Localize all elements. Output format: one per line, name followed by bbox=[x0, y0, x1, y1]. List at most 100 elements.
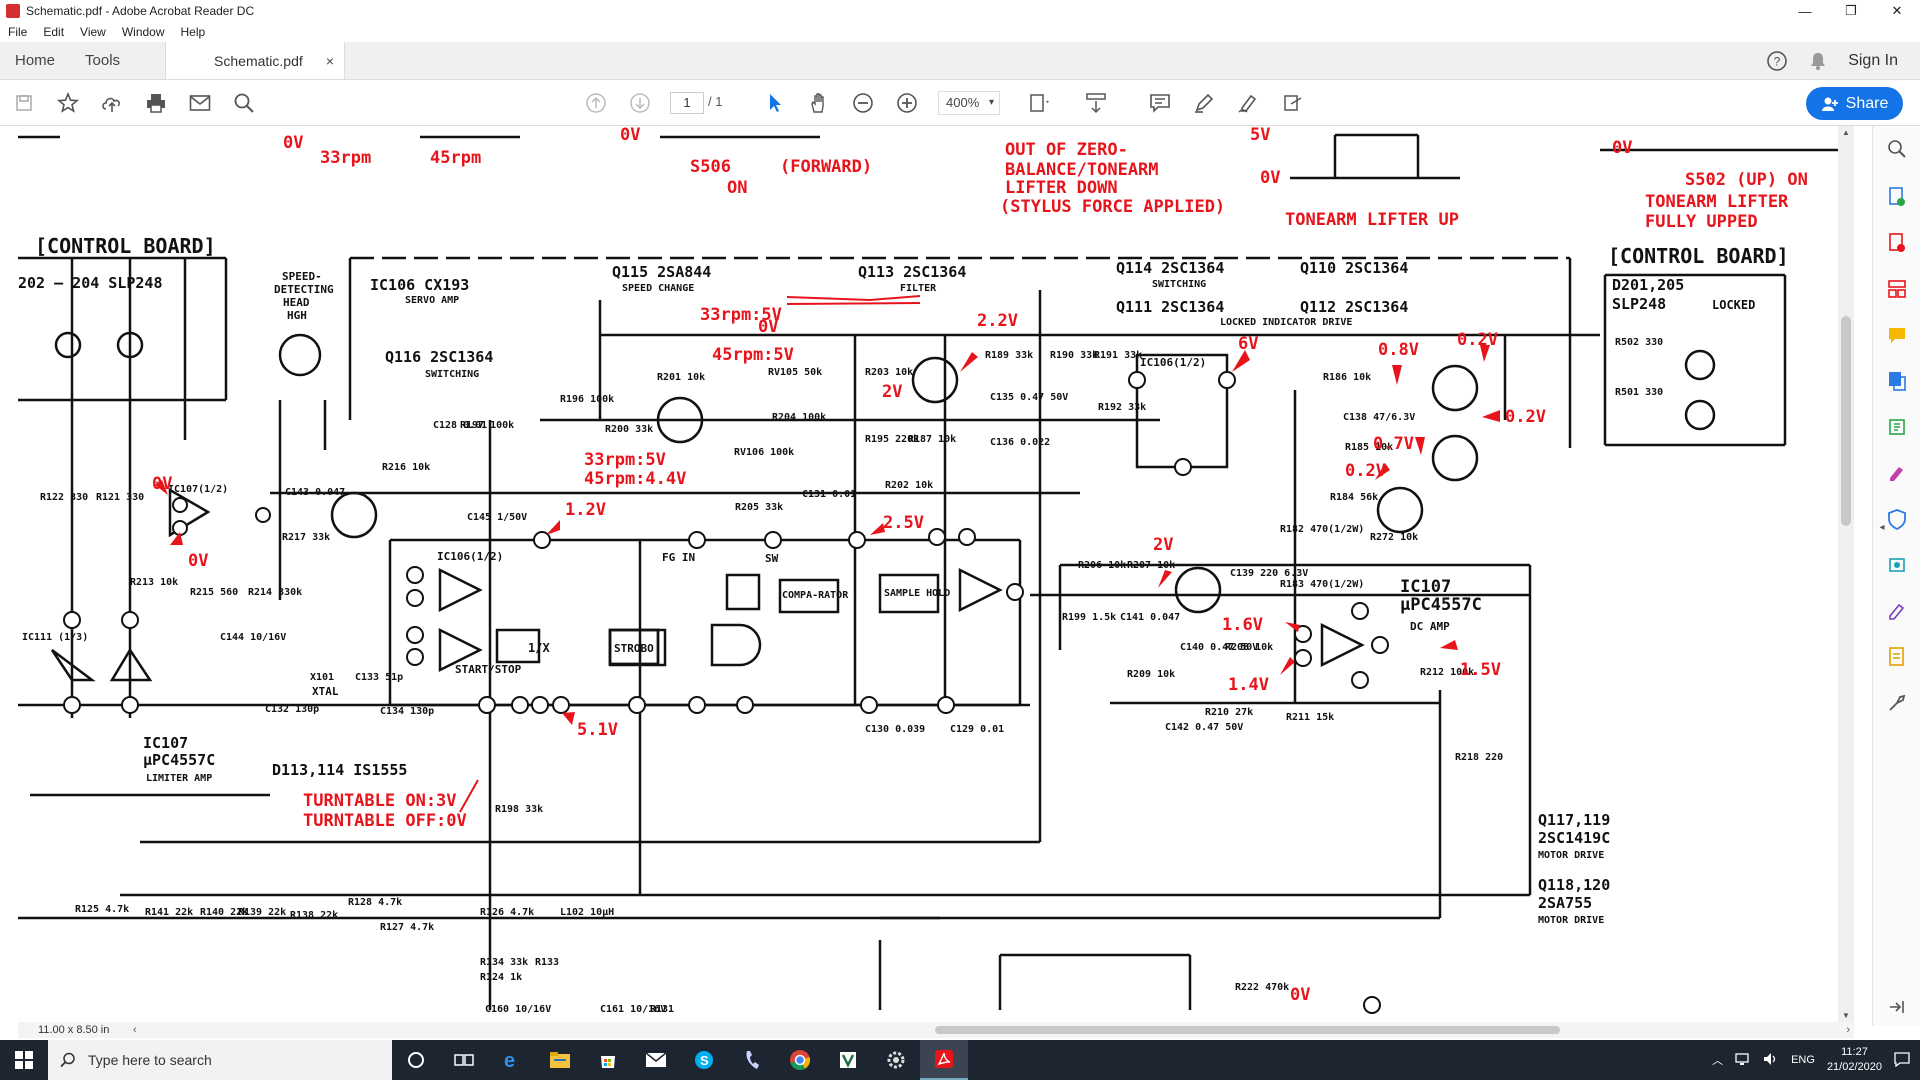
tray-overflow-chevron-icon[interactable]: ︿ bbox=[1712, 1055, 1724, 1067]
component-label: R209 10k bbox=[1127, 669, 1175, 680]
gear-app-icon[interactable] bbox=[872, 1040, 920, 1080]
email-icon[interactable] bbox=[188, 91, 212, 115]
scroll-left-arrow-icon[interactable]: ‹ bbox=[133, 1024, 137, 1036]
tab-home[interactable]: Home bbox=[15, 52, 56, 69]
store-icon[interactable] bbox=[584, 1040, 632, 1080]
send-for-signature-icon[interactable] bbox=[1280, 91, 1304, 115]
more-tools-icon[interactable] bbox=[1886, 692, 1908, 714]
menu-window[interactable]: Window bbox=[121, 25, 165, 39]
page-size-indicator: 11.00 x 8.50 in bbox=[38, 1024, 110, 1036]
search-icon bbox=[60, 1052, 76, 1068]
menu-file[interactable]: File bbox=[8, 25, 28, 39]
fit-page-icon[interactable] bbox=[1028, 91, 1052, 115]
schematic-label-limiter-amp: LIMITER AMP bbox=[146, 773, 212, 784]
start-button[interactable] bbox=[0, 1040, 48, 1080]
schematic-label-v45b: 45rpm:4.4V bbox=[584, 469, 686, 489]
phone-link-icon[interactable] bbox=[728, 1040, 776, 1080]
chrome-icon[interactable] bbox=[776, 1040, 824, 1080]
zoom-out-icon[interactable] bbox=[851, 91, 875, 115]
zoom-select[interactable]: 400% bbox=[938, 91, 1000, 115]
schematic-label-ic107-left-part: µPC4557C bbox=[143, 751, 215, 769]
previous-page-icon[interactable] bbox=[584, 91, 608, 115]
scroll-mode-icon[interactable] bbox=[1084, 91, 1108, 115]
zoom-panel-icon[interactable] bbox=[1886, 138, 1908, 160]
sign-in-link[interactable]: Sign In bbox=[1848, 51, 1898, 69]
component-label: R202 10k bbox=[885, 480, 933, 491]
export-pdf-icon[interactable] bbox=[1886, 186, 1908, 208]
save-icon[interactable] bbox=[12, 91, 36, 115]
taskbar-search-box[interactable]: Type here to search bbox=[48, 1040, 392, 1080]
send-track-icon[interactable] bbox=[1886, 554, 1908, 576]
vertical-scrollbar[interactable]: ▲ ▼ bbox=[1838, 126, 1854, 1026]
page-number-input[interactable]: 1 bbox=[670, 92, 704, 114]
schematic-label-q117-role: MOTOR DRIVE bbox=[1538, 850, 1604, 861]
schematic-label-q118: Q118,120 bbox=[1538, 876, 1610, 894]
schematic-label-v5-top: 5V bbox=[1250, 126, 1270, 145]
horizontal-scroll-thumb[interactable] bbox=[935, 1026, 1560, 1034]
comment-panel-icon[interactable] bbox=[1886, 324, 1908, 346]
acrobat-taskbar-icon[interactable] bbox=[920, 1040, 968, 1080]
clock[interactable]: 11:27 21/02/2020 bbox=[1827, 1045, 1882, 1075]
schematic-label-speed-head-1: SPEED- bbox=[282, 270, 322, 283]
skype-icon[interactable]: S bbox=[680, 1040, 728, 1080]
edge-browser-icon[interactable]: e bbox=[488, 1040, 536, 1080]
zoom-in-icon[interactable] bbox=[895, 91, 919, 115]
component-label: R222 470k bbox=[1235, 982, 1289, 993]
cortana-icon[interactable] bbox=[392, 1040, 440, 1080]
fill-sign-icon[interactable] bbox=[1886, 462, 1908, 484]
scroll-right-arrow-icon[interactable]: › bbox=[1846, 1024, 1850, 1036]
cloud-upload-icon[interactable] bbox=[100, 91, 124, 115]
notifications-bell-icon[interactable] bbox=[1808, 51, 1828, 71]
hand-tool-icon[interactable] bbox=[807, 91, 831, 115]
document-viewport[interactable]: [CONTROL BOARD] 202 — 204 SLP248 SPEED- … bbox=[0, 126, 1872, 1026]
volume-icon[interactable] bbox=[1763, 1052, 1779, 1069]
maximize-button[interactable]: ❐ bbox=[1845, 3, 1857, 18]
create-pdf-icon[interactable] bbox=[1886, 232, 1908, 254]
minimize-button[interactable]: — bbox=[1798, 3, 1812, 19]
component-label: C132 130p bbox=[265, 704, 319, 715]
schematic-label-filter: FILTER bbox=[900, 283, 937, 294]
highlight-pen-icon[interactable] bbox=[1192, 91, 1216, 115]
share-label: Share bbox=[1845, 94, 1889, 112]
request-signature-icon[interactable] bbox=[1886, 600, 1908, 622]
close-tab-button[interactable]: × bbox=[325, 52, 335, 69]
share-button[interactable]: Share bbox=[1806, 87, 1903, 120]
help-icon[interactable]: ? bbox=[1766, 50, 1788, 72]
file-explorer-icon[interactable] bbox=[536, 1040, 584, 1080]
collapse-panel-icon[interactable]: ◂ bbox=[1879, 521, 1885, 533]
network-icon[interactable] bbox=[1735, 1052, 1751, 1069]
prepare-form-icon[interactable] bbox=[1886, 646, 1908, 668]
organize-pages-icon[interactable] bbox=[1886, 278, 1908, 300]
tab-document[interactable]: Schematic.pdf × bbox=[165, 42, 346, 79]
menu-edit[interactable]: Edit bbox=[43, 25, 65, 39]
combine-files-icon[interactable] bbox=[1886, 370, 1908, 392]
bookmark-star-icon[interactable] bbox=[56, 91, 80, 115]
print-icon[interactable] bbox=[144, 91, 168, 115]
schematic-label-v33: 33rpm:5V bbox=[700, 305, 782, 325]
select-cursor-icon[interactable] bbox=[763, 91, 787, 115]
close-window-button[interactable]: ✕ bbox=[1891, 3, 1903, 18]
component-label: R192 33k bbox=[1098, 402, 1146, 413]
comment-icon[interactable] bbox=[1148, 91, 1172, 115]
task-view-icon[interactable] bbox=[440, 1040, 488, 1080]
action-center-icon[interactable] bbox=[1894, 1051, 1910, 1070]
schematic-label-v16: 1.6V bbox=[1222, 615, 1263, 635]
vertical-scroll-thumb[interactable] bbox=[1841, 316, 1851, 526]
menu-view[interactable]: View bbox=[80, 25, 106, 39]
schematic-label-comparator: COMPA-RATOR bbox=[782, 590, 849, 601]
schematic-label-q113: Q113 2SC1364 bbox=[858, 263, 966, 281]
input-language[interactable]: ENG bbox=[1791, 1054, 1815, 1066]
tab-tools[interactable]: Tools bbox=[85, 52, 121, 69]
next-page-icon[interactable] bbox=[628, 91, 652, 115]
search-icon[interactable] bbox=[232, 91, 256, 115]
spreadsheet-app-icon[interactable] bbox=[824, 1040, 872, 1080]
scroll-up-arrow-icon[interactable]: ▲ bbox=[1842, 128, 1850, 137]
edit-pdf-icon[interactable] bbox=[1886, 416, 1908, 438]
scroll-down-arrow-icon[interactable]: ▼ bbox=[1842, 1011, 1850, 1020]
menu-help[interactable]: Help bbox=[180, 25, 206, 39]
hide-panel-icon[interactable] bbox=[1886, 996, 1908, 1018]
component-label: R140 22k bbox=[200, 907, 248, 918]
sign-pen-icon[interactable] bbox=[1236, 91, 1260, 115]
mail-icon[interactable] bbox=[632, 1040, 680, 1080]
protect-shield-icon[interactable] bbox=[1886, 508, 1908, 530]
